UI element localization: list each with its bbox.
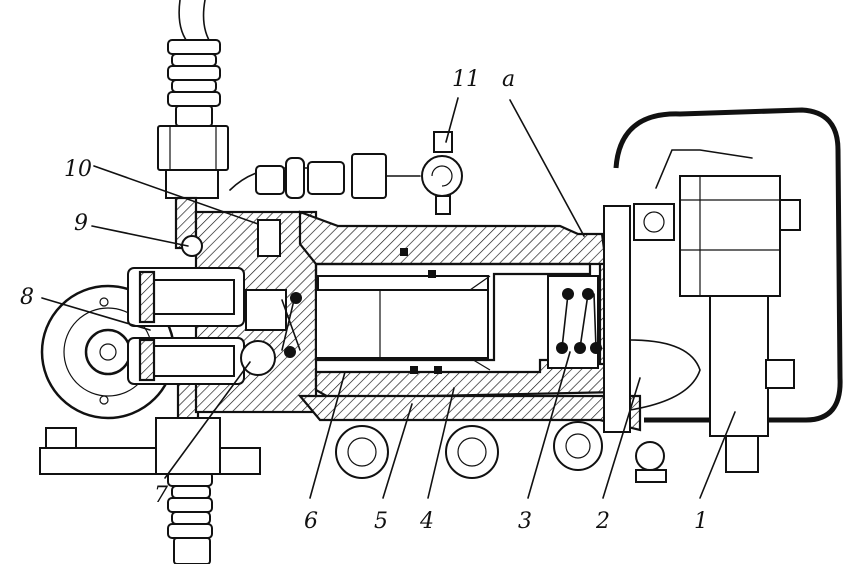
callout-8: 8 xyxy=(20,285,34,310)
leader-lines xyxy=(41,97,736,499)
base-plate xyxy=(39,417,261,475)
lower-bolts xyxy=(335,421,667,483)
callout-1: 1 xyxy=(694,509,708,534)
callout-2: 2 xyxy=(595,509,610,534)
callout-4: 4 xyxy=(419,509,434,534)
callout-10: 10 xyxy=(64,157,92,182)
cylinder-housing xyxy=(297,210,642,432)
top-hose xyxy=(157,0,229,250)
callout-labels: 11 a 10 9 8 7 6 5 4 3 2 1 xyxy=(20,67,708,534)
callout-7: 7 xyxy=(154,483,168,508)
callout-11: 11 xyxy=(452,67,480,92)
callout-a: a xyxy=(502,67,515,92)
valve-block xyxy=(127,210,318,414)
discharge-tube xyxy=(229,131,463,215)
callout-6: 6 xyxy=(304,509,318,534)
callout-5: 5 xyxy=(374,509,388,534)
spring-3 xyxy=(556,288,602,354)
callout-3: 3 xyxy=(518,509,532,534)
callout-9: 9 xyxy=(74,211,88,236)
motor-casing xyxy=(603,107,843,473)
